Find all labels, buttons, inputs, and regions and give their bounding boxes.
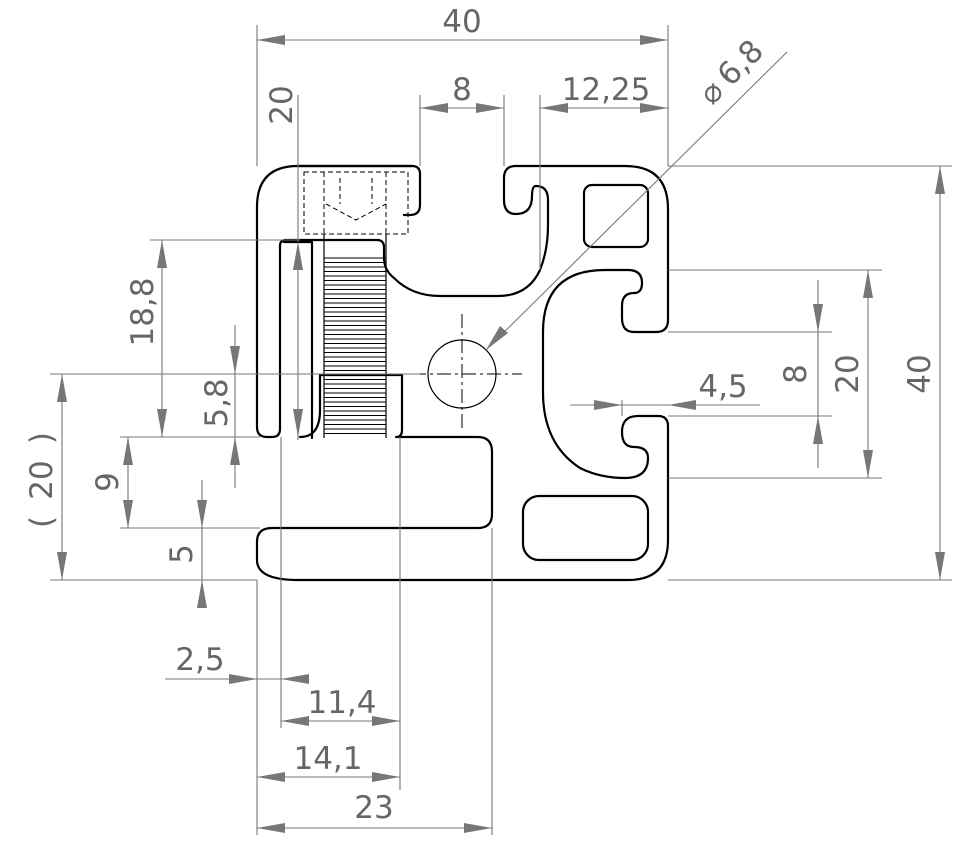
bolt: [303, 171, 409, 438]
dim-height-5: 5: [164, 544, 200, 564]
dim-width-11-4: 11,4: [307, 685, 376, 721]
dim-slot-width-8: 8: [778, 364, 814, 384]
paren-close: ): [24, 432, 60, 444]
square-cavity: [582, 183, 650, 249]
dim-offset-top-right: 12,25: [562, 72, 651, 108]
dim-height-9: 9: [90, 472, 126, 492]
profile-body: [255, 164, 670, 582]
dim-ref-20: ( 20 ): [24, 432, 60, 528]
dim-bore-diameter-value: 6,8: [711, 33, 771, 93]
bolt-threads: [324, 257, 386, 434]
bottom-cavity: [521, 494, 650, 562]
dim-width-23: 23: [354, 790, 393, 826]
center-lines: [412, 314, 522, 432]
dim-height-5-8: 5,8: [199, 378, 235, 427]
dim-left-height-20: 20: [264, 85, 300, 124]
dim-width-14-1: 14,1: [293, 741, 362, 777]
arrowheads: [57, 35, 945, 833]
top-left-hook: [296, 164, 422, 217]
dimension-labels: 40 8 12,25 ⌀ 6,8 40 20 8 4,5 20 18,8 5,8…: [24, 4, 938, 826]
dim-overall-width: 40: [442, 4, 481, 40]
paren-open: (: [24, 516, 60, 528]
dim-slot-opening: 8: [452, 72, 472, 108]
dim-depth-4-5: 4,5: [698, 369, 747, 405]
dim-center-20: 20: [830, 354, 866, 393]
dim-width-2-5: 2,5: [175, 642, 224, 678]
dim-height-18-8: 18,8: [125, 277, 161, 346]
dim-bore-diameter: ⌀ 6,8: [692, 33, 771, 112]
inner-slot: [282, 240, 314, 440]
bolt-head: [303, 171, 409, 235]
dim-overall-height: 40: [902, 354, 938, 393]
dim-ref-20-value: 20: [24, 460, 60, 499]
profile-outline: [255, 164, 670, 582]
bolt-hex-socket: [325, 203, 387, 221]
